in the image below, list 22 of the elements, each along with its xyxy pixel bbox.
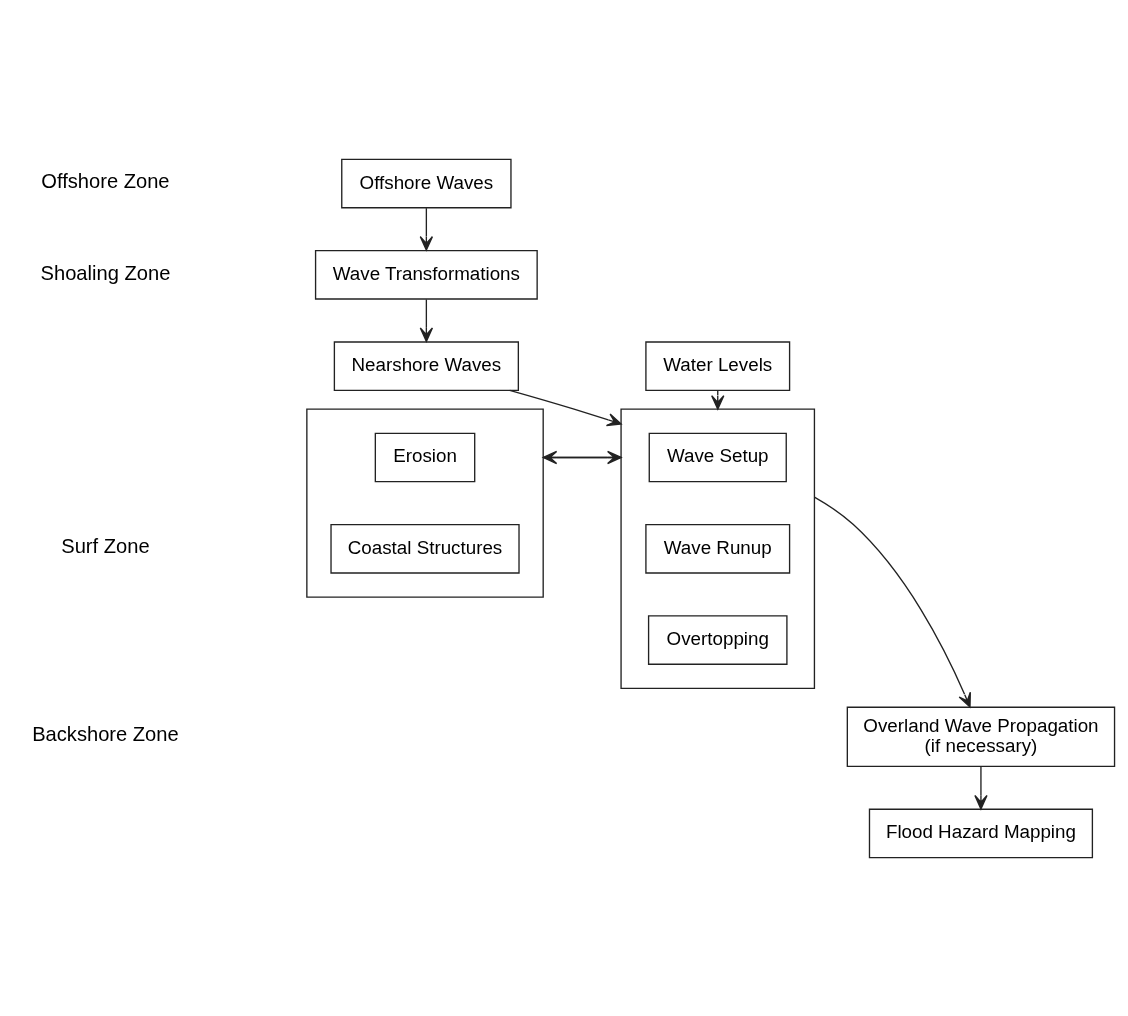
node-box: Overland Wave Propagation (if necessary)	[846, 706, 1116, 767]
label: Shoaling Zone	[40, 261, 171, 284]
arrow	[813, 495, 971, 708]
arrow	[419, 207, 434, 251]
arrow	[509, 389, 622, 426]
label: Surf Zone	[61, 534, 150, 557]
node-box: Erosion	[374, 432, 476, 482]
node-box: Coastal Structures	[330, 523, 520, 574]
node-box: Wave Transformations	[314, 249, 538, 300]
cluster	[306, 407, 544, 598]
node-box: Water Levels	[645, 340, 791, 391]
node-box: Wave Setup	[648, 432, 787, 482]
arrow	[974, 765, 988, 810]
arrow	[419, 298, 434, 342]
node-box: Flood Hazard Mapping	[868, 808, 1094, 858]
node-box: Offshore Waves	[341, 158, 512, 208]
node-box: Overtopping	[647, 614, 788, 665]
node-box: Nearshore Waves	[333, 340, 519, 391]
node-box: Wave Runup	[645, 523, 791, 574]
cluster	[620, 407, 816, 689]
label: Offshore Zone	[41, 169, 170, 192]
label: Backshore Zone	[32, 722, 179, 745]
